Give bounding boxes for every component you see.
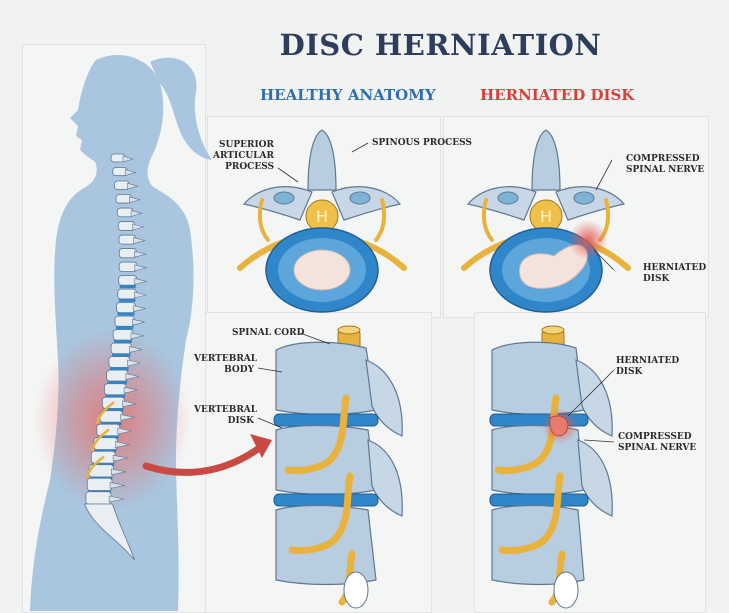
spinous-process-mark [123,386,138,394]
label-compressed-spinal-nerve-bottom: COMPRESSED SPINAL NERVE [618,432,697,453]
spinous-process-mark [115,441,130,448]
spinous-process-mark [132,318,145,326]
spinous-process-mark [133,291,147,299]
lumbar-nerve [91,428,110,452]
label-herniated-disk-top: HERNIATED DISK [643,263,707,284]
spine-disc-mark [103,408,124,412]
spinous-process-mark [127,359,141,367]
spinous-process-mark [130,210,144,217]
vertebra [117,221,135,231]
spine-disc-mark [119,285,136,289]
spine-disc-mark [97,435,119,439]
page-title: DISC HERNIATION [279,28,602,62]
vertebra [108,356,131,368]
healthy-axial-vertebra: H [237,129,407,313]
spine-disc-mark [114,339,132,343]
spine-disc-mark [109,367,129,371]
vertebra [112,329,134,341]
vertebra [115,194,132,204]
spinous-process-mark [122,400,137,408]
herniated-axial-vertebra: H [461,129,631,313]
spinous-process-mark [122,155,135,163]
label-spinous-process: SPINOUS PROCESS [372,138,472,148]
vertebra [118,234,137,245]
healthy-lateral-spine [273,325,403,609]
spinous-process-mark [109,482,125,489]
spinous-process-mark [134,250,148,258]
spinous-process-mark [129,346,143,353]
spinous-process-mark [120,414,135,421]
spine-disc-mark [118,298,136,302]
spinous-process-mark [127,182,139,190]
label-superior-articular-process: SUPERIOR ARTICULAR PROCESS [212,140,274,172]
vertebra [118,275,138,286]
svg-text:H: H [316,207,328,226]
spinous-process-mark [124,169,137,177]
lumbar-nerve [85,455,105,479]
label-vertebral-disk: VERTEBRAL DISK [194,405,258,426]
spinous-process-mark [133,237,147,244]
spine-disc-mark [101,422,122,426]
spinous-process-mark [130,332,144,340]
spinous-process-mark [134,278,147,285]
vertebra [117,288,137,300]
vertebra [104,383,127,396]
spinous-process-mark [129,196,142,204]
vertebra [110,342,132,355]
spinous-process-mark [117,427,132,435]
vertebra [116,302,136,313]
herniated-disk-heading: HERNIATED DISK [480,86,635,104]
spine-illustration [83,153,148,561]
vertebra [106,369,129,382]
vertebra [118,248,137,259]
spine-disc-mark [115,326,134,330]
spinous-process-mark [108,495,125,503]
spine-disc-mark [117,312,135,316]
lumbar-nerve [96,401,115,425]
spinous-process-mark [125,373,140,380]
pointer-arrow [142,442,266,476]
vertebra [86,477,113,491]
spinous-process-mark [111,468,127,476]
leader-lines [257,142,615,443]
arrow-head [250,434,272,458]
label-compressed-spinal-nerve-top: COMPRESSED SPINAL NERVE [626,154,705,175]
label-spinal-cord: SPINAL CORD [232,328,305,338]
spinous-process-mark [112,454,128,462]
sacrum [83,503,135,561]
label-vertebral-body: VERTEBRAL BODY [194,354,258,375]
svg-text:H: H [540,207,552,226]
vertebra [118,261,138,272]
label-herniated-disk-bottom: HERNIATED DISK [616,356,680,377]
spine-disc-mark [112,353,131,357]
vertebra [116,207,134,218]
vertebra [85,491,112,505]
herniated-lateral-spine [489,325,613,609]
spinous-process-mark [132,223,145,231]
vertebra [114,315,135,327]
spinous-process-mark [133,305,146,312]
healthy-anatomy-heading: HEALTHY ANATOMY [260,86,436,104]
spine-disc-mark [105,394,126,398]
spine-disc-mark [107,381,127,385]
spinous-process-mark [134,264,148,272]
